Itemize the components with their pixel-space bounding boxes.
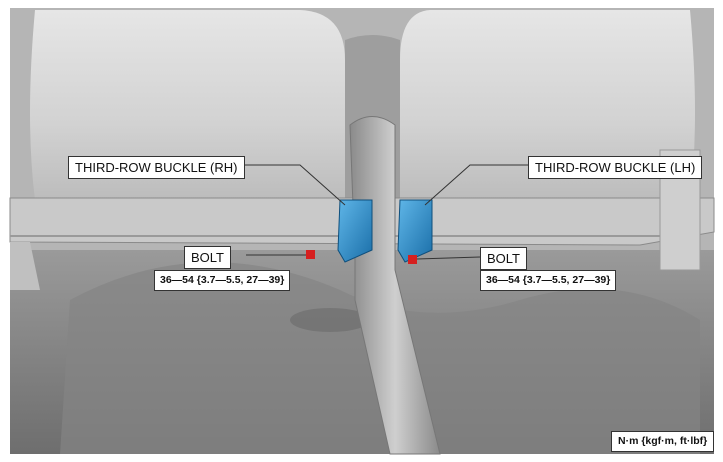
floor-hole (290, 308, 370, 332)
leader-bolt-right (416, 256, 481, 260)
seat-cushion-left (30, 10, 345, 200)
leader-buckle-rh (233, 164, 346, 206)
buckle-lh (397, 199, 433, 263)
label-bolt-left: BOLT (184, 246, 231, 269)
buckle-rh (337, 199, 373, 263)
torque-unit-legend: N·m {kgf·m, ft·lbf} (611, 431, 715, 452)
left-bracket (10, 242, 40, 290)
label-third-row-buckle-rh: THIRD-ROW BUCKLE (RH) (68, 156, 245, 179)
seat-cushion-right (400, 10, 695, 200)
right-side-trim (659, 149, 701, 271)
torque-spec-right: 36—54 {3.7—5.5, 27—39} (480, 270, 617, 291)
bolt-right (408, 255, 417, 264)
torque-spec-left: 36—54 {3.7—5.5, 27—39} (154, 270, 291, 291)
label-bolt-right: BOLT (480, 247, 527, 270)
leader-buckle-lh (424, 164, 530, 206)
label-third-row-buckle-lh: THIRD-ROW BUCKLE (LH) (528, 156, 703, 179)
bolt-left (306, 250, 315, 259)
